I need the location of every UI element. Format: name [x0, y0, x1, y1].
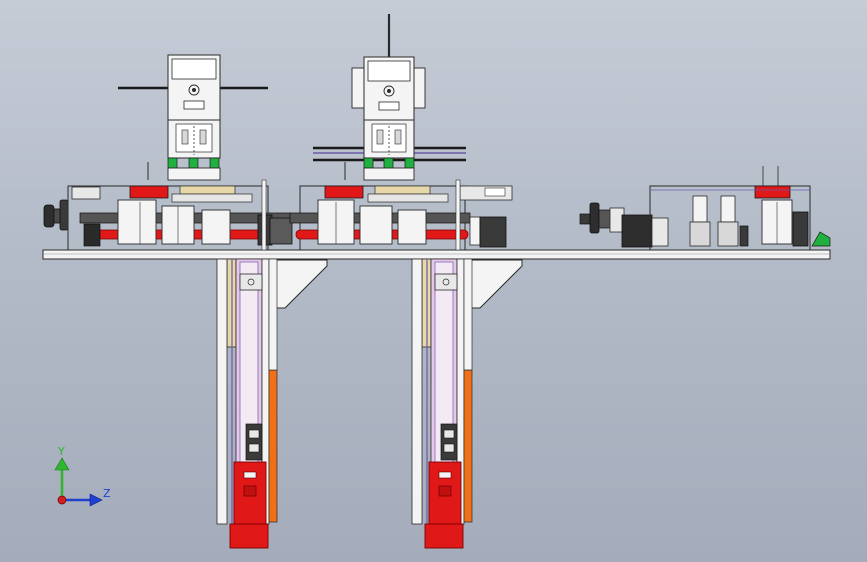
- right-spindle-assembly: [579, 166, 831, 251]
- left-spindle-assembly: [43, 179, 293, 251]
- triad-y-label: Y: [57, 445, 65, 458]
- left-vertical-axis: [216, 258, 328, 549]
- coordinate-triad: Y Z: [54, 445, 111, 507]
- triad-z-label: Z: [103, 487, 111, 500]
- middle-module-upper: [313, 14, 466, 181]
- middle-spindle-assembly: [289, 179, 513, 251]
- base-plate: [42, 249, 831, 260]
- left-module-upper: [118, 54, 268, 181]
- right-vertical-axis: [411, 258, 523, 549]
